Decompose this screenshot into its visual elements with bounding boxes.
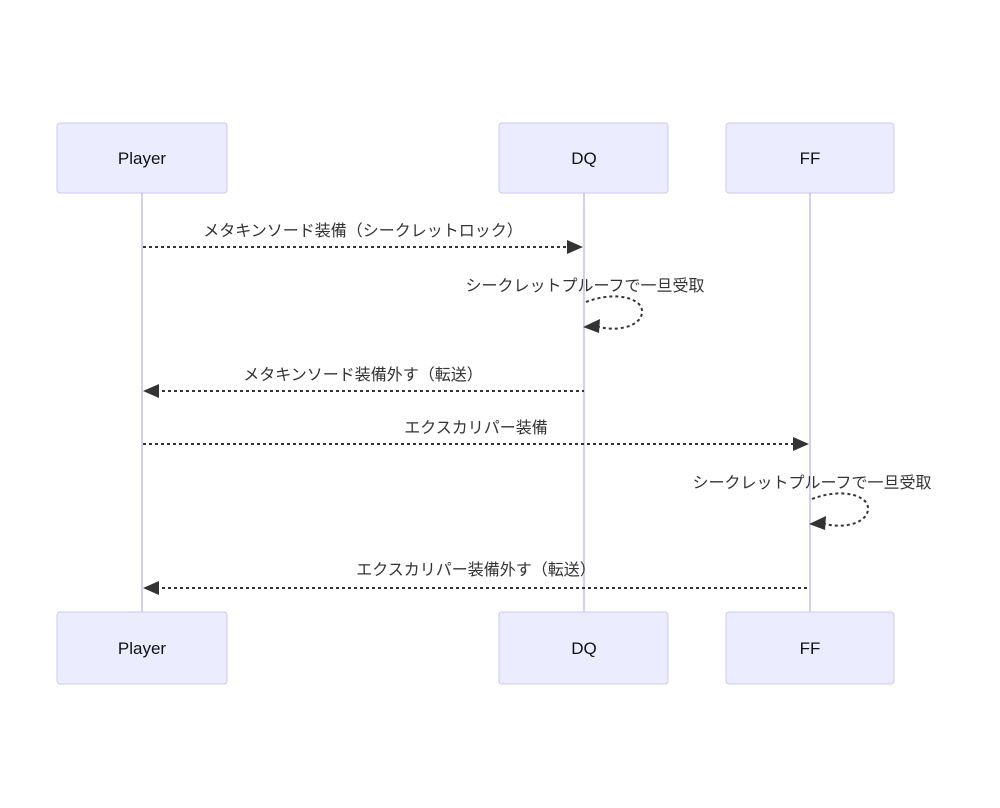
message-6: エクスカリパー装備外す（転送） xyxy=(143,561,810,595)
actor-label-dq-bottom: DQ xyxy=(571,639,597,658)
actor-box-ff-top xyxy=(725,122,895,194)
message-2-label: シークレットプルーフで一旦受取 xyxy=(465,277,704,295)
actor-box-ff-bottom xyxy=(725,611,895,685)
actor-top-ff: FF xyxy=(725,122,895,194)
arrowhead-left-icon xyxy=(583,319,600,333)
actor-label-player-bottom: Player xyxy=(118,639,167,658)
message-1: メタキンソード装備（シークレットロック） xyxy=(143,222,583,254)
message-3-label: メタキンソード装備外す（転送） xyxy=(243,366,483,384)
message-4: エクスカリパー装備 xyxy=(143,419,809,451)
message-1-label: メタキンソード装備（シークレットロック） xyxy=(203,222,523,240)
actor-box-player-top xyxy=(56,122,228,194)
arrowhead-right-icon xyxy=(567,240,583,254)
actor-label-ff-top: FF xyxy=(800,149,821,168)
arrowhead-right-icon xyxy=(793,437,809,451)
actor-box-player-bottom xyxy=(56,611,228,685)
actor-top-dq: DQ xyxy=(498,122,669,194)
message-5: シークレットプルーフで一旦受取 xyxy=(692,474,932,530)
message-6-label: エクスカリパー装備外す（転送） xyxy=(356,561,596,579)
arrowhead-left-icon xyxy=(143,384,159,398)
actor-box-dq-top xyxy=(498,122,669,194)
arrowhead-left-icon xyxy=(143,581,159,595)
actor-box-dq-bottom xyxy=(498,611,669,685)
actor-label-dq-top: DQ xyxy=(571,149,597,168)
actor-label-player-top: Player xyxy=(118,149,167,168)
actor-bottom-player: Player xyxy=(56,611,228,685)
message-5-label: シークレットプルーフで一旦受取 xyxy=(692,474,931,492)
message-2-loop xyxy=(585,295,644,330)
message-3: メタキンソード装備外す（転送） xyxy=(143,366,584,398)
actor-bottom-ff: FF xyxy=(725,611,895,685)
message-4-label: エクスカリパー装備 xyxy=(404,419,548,437)
message-5-loop xyxy=(811,492,870,527)
actor-top-player: Player xyxy=(56,122,228,194)
arrowhead-left-icon xyxy=(809,516,826,530)
message-2: シークレットプルーフで一旦受取 xyxy=(465,277,705,333)
actor-bottom-dq: DQ xyxy=(498,611,669,685)
actor-label-ff-bottom: FF xyxy=(800,639,821,658)
